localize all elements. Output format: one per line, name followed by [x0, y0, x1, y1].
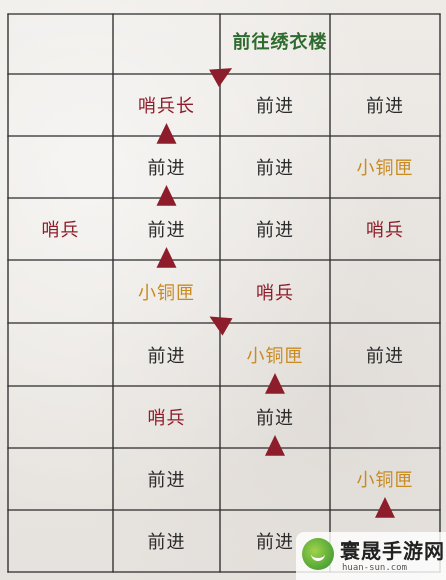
- goal-cell-r0c2[interactable]: 前往绣衣楼: [232, 32, 328, 53]
- advance-cell-r6c2[interactable]: 前进: [256, 408, 294, 429]
- empty-cell-r0c3: [330, 14, 440, 74]
- advance-cell-r3c2[interactable]: 前进: [256, 220, 294, 241]
- sentry-cell-r6c1[interactable]: 哨兵: [147, 408, 186, 429]
- watermark-url: huan-sun.com: [342, 563, 408, 573]
- empty-cell-r8c0: [8, 510, 113, 572]
- empty-cell-r5c0: [8, 323, 113, 386]
- bronze-chest-cell-r7c3[interactable]: 小铜匣: [356, 470, 414, 491]
- empty-cell-r0c1: [113, 14, 220, 74]
- empty-cell-r1c0: [8, 74, 113, 136]
- advance-cell-r2c2[interactable]: 前进: [256, 158, 294, 179]
- site-logo-icon: [302, 538, 334, 570]
- bronze-chest-cell-r5c2[interactable]: 小铜匣: [246, 345, 304, 367]
- empty-cell-r7c2: [220, 448, 330, 510]
- sentry-cell-r1c1[interactable]: 哨兵长: [138, 96, 195, 117]
- bronze-chest-cell-r2c3[interactable]: 小铜匣: [356, 158, 414, 179]
- advance-cell-r5c1[interactable]: 前进: [147, 345, 186, 367]
- advance-cell-r1c2[interactable]: 前进: [256, 96, 294, 117]
- empty-cell-r4c0: [8, 260, 113, 323]
- empty-cell-r6c0: [8, 386, 113, 448]
- empty-cell-r6c3: [330, 386, 440, 448]
- empty-cell-r0c0: [8, 14, 113, 74]
- empty-cell-r2c0: [8, 136, 113, 198]
- watermark-name: 寰晟手游网: [340, 539, 445, 563]
- advance-cell-r5c3[interactable]: 前进: [366, 345, 404, 367]
- sentry-cell-r3c3[interactable]: 哨兵: [366, 220, 404, 241]
- sentry-cell-r4c2[interactable]: 哨兵: [256, 282, 294, 304]
- advance-cell-r8c2[interactable]: 前进: [256, 532, 294, 553]
- bronze-chest-cell-r4c1[interactable]: 小铜匣: [138, 282, 195, 304]
- advance-cell-r7c1[interactable]: 前进: [147, 470, 186, 491]
- advance-cell-r1c3[interactable]: 前进: [366, 96, 404, 117]
- advance-cell-r2c1[interactable]: 前进: [147, 158, 186, 179]
- sentry-cell-r3c0[interactable]: 哨兵: [41, 220, 80, 241]
- empty-cell-r4c3: [330, 260, 440, 323]
- empty-cell-r7c0: [8, 448, 113, 510]
- advance-cell-r3c1[interactable]: 前进: [147, 220, 186, 241]
- advance-cell-r8c1[interactable]: 前进: [147, 532, 186, 553]
- site-watermark: 寰晟手游网 huan-sun.com: [296, 532, 446, 580]
